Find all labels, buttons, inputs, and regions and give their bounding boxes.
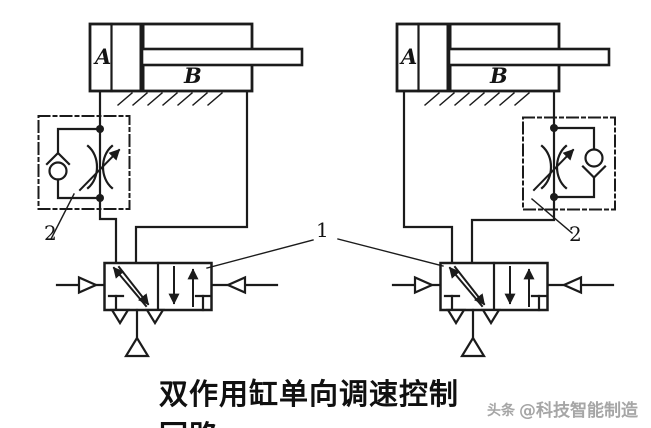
right-connection-lines <box>402 89 556 265</box>
label-2-leader-line <box>531 198 573 234</box>
throttle-valve-icon <box>78 144 121 192</box>
left-directional-valve-symbol <box>57 263 277 356</box>
label-2-leader-line <box>50 193 75 240</box>
right-cylinder-port-b-label: B <box>490 63 508 88</box>
watermark: 头条 @科技智能制造 <box>487 396 638 421</box>
watermark-handle: @科技智能制造 <box>519 401 638 421</box>
check-valve-seat-icon <box>581 164 607 180</box>
diagram-caption: 双作用缸单向调速控制回路 <box>159 377 460 428</box>
label-1-leader-lines <box>206 238 444 269</box>
throttle-valve-icon <box>532 144 575 192</box>
check-valve-ball-icon <box>48 161 68 181</box>
directional-valve-number-label: 1 <box>316 218 329 242</box>
left-cylinder-port-b-label: B <box>184 63 202 88</box>
left-connection-lines <box>98 89 249 265</box>
check-valve-ball-icon <box>584 148 604 168</box>
left-speed-control-valve-symbol <box>37 115 131 240</box>
left-circuit <box>37 24 303 356</box>
right-directional-valve-symbol <box>393 263 613 356</box>
left-speed-valve-number-label: 2 <box>44 221 57 245</box>
left-cylinder-port-a-label: A <box>95 44 112 69</box>
right-speed-valve-number-label: 2 <box>569 222 582 246</box>
watermark-prefix: 头条 <box>487 403 515 419</box>
right-cylinder-port-a-label: A <box>401 44 418 69</box>
right-circuit <box>393 24 616 356</box>
check-valve-seat-icon <box>45 151 71 166</box>
right-speed-control-valve-symbol <box>522 116 616 234</box>
